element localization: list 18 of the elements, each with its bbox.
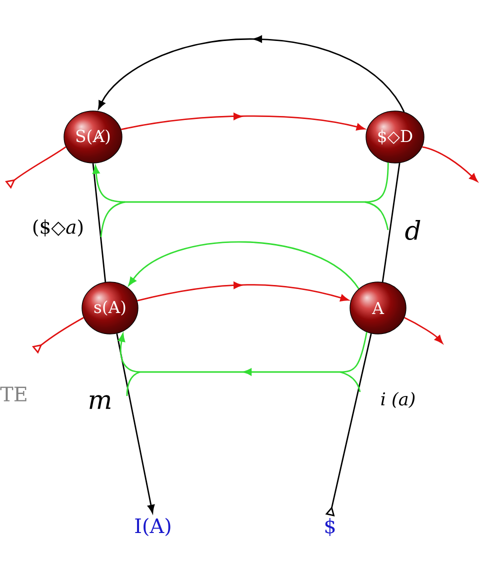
arrow — [118, 332, 368, 376]
node-label: I(A) — [135, 518, 170, 536]
arrow — [422, 146, 478, 182]
arrow — [120, 112, 365, 130]
arrow — [137, 282, 349, 302]
arrow — [404, 316, 443, 344]
text-label: ($◇a) — [33, 219, 83, 237]
arrow — [128, 241, 360, 290]
text-label: d — [405, 220, 420, 240]
arrow — [98, 36, 405, 112]
arrow — [92, 162, 389, 203]
text-label: i (a) — [381, 392, 415, 408]
arrow — [116, 333, 155, 514]
text-label: TE — [0, 386, 26, 402]
line — [92, 163, 106, 282]
line — [382, 162, 400, 282]
text-label: m — [90, 395, 110, 409]
node-label: $ — [325, 518, 335, 536]
